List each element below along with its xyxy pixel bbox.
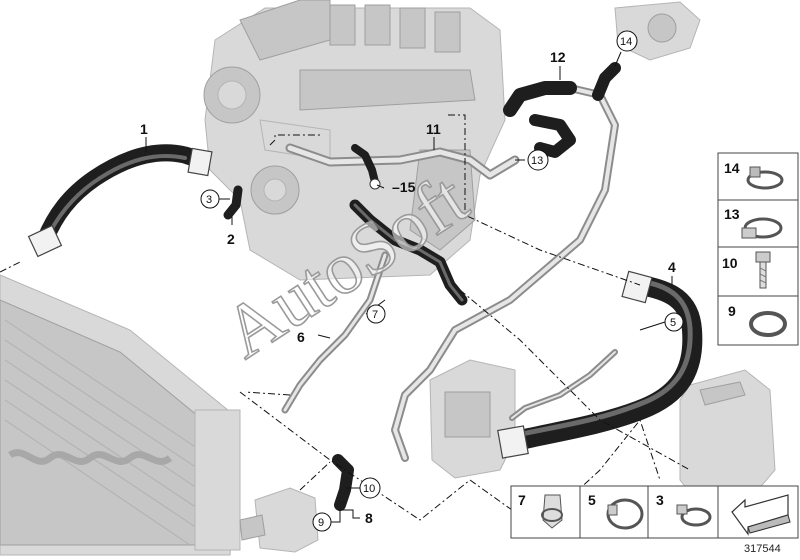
callout-9: 9 [318,517,324,529]
direction-arrow-icon [731,494,791,536]
hose-2 [223,185,243,220]
callout-7-circle [366,304,386,324]
callout-5-circle [664,312,684,332]
small-pipe-5 [509,349,618,421]
callout-8: 8 [365,510,373,526]
clamp-13-icon [741,217,783,239]
auxiliary-pump [239,487,319,553]
pipe-12 [391,84,619,462]
clamp-14-icon [746,166,784,190]
callout-1: 1 [140,121,148,137]
clamp-5-icon [606,498,644,530]
clamp-3-icon [676,504,712,527]
electric-water-pump [429,359,516,479]
callout-14-circle [616,30,638,52]
callout-labels: 1 2 3 4 5 6 7 8 9 10 11 12 13 14 –15 [140,30,684,532]
callout-4: 4 [668,259,676,275]
callout-6: 6 [297,329,305,345]
callout-5: 5 [670,317,676,329]
expansion-tank [679,369,776,506]
legend-right: 14 13 10 9 [717,152,799,346]
callout-12: 12 [550,49,566,65]
hose-8 [332,454,354,511]
hose-12-upper [503,62,621,158]
legend-5: 5 [588,492,596,508]
callout-13-circle [527,149,549,171]
callout-3: 3 [206,194,212,206]
legend-14: 14 [724,160,740,176]
callout-2: 2 [227,231,235,247]
callout-11: 11 [426,121,441,137]
legend-13: 13 [724,206,740,222]
legend-3: 3 [656,492,664,508]
callout-3-circle [200,189,220,209]
callout-10: 10 [363,483,375,495]
radiator [0,274,241,556]
callout-15: –15 [392,179,416,195]
o-ring-9-icon [749,311,787,337]
pipe-6 [281,251,389,414]
callout-10-circle [359,477,381,499]
legend-bottom: 7 5 3 [510,485,799,539]
clip-7-icon [541,494,563,529]
hose-4 [497,270,703,459]
legend-9: 9 [728,303,736,319]
legend-10: 10 [722,255,738,271]
hose-7 [349,199,468,306]
callout-13: 13 [531,155,543,167]
screw-10-icon [755,251,771,289]
leader-lines [145,51,673,523]
hose-1 [27,144,213,258]
pipe-11 [285,143,520,180]
figure-number: 317544 [744,543,781,555]
hose-15 [351,144,381,190]
callout-9-circle [312,512,332,532]
callout-7: 7 [372,309,378,321]
callout-14: 14 [620,36,632,48]
legend-7: 7 [518,492,526,508]
